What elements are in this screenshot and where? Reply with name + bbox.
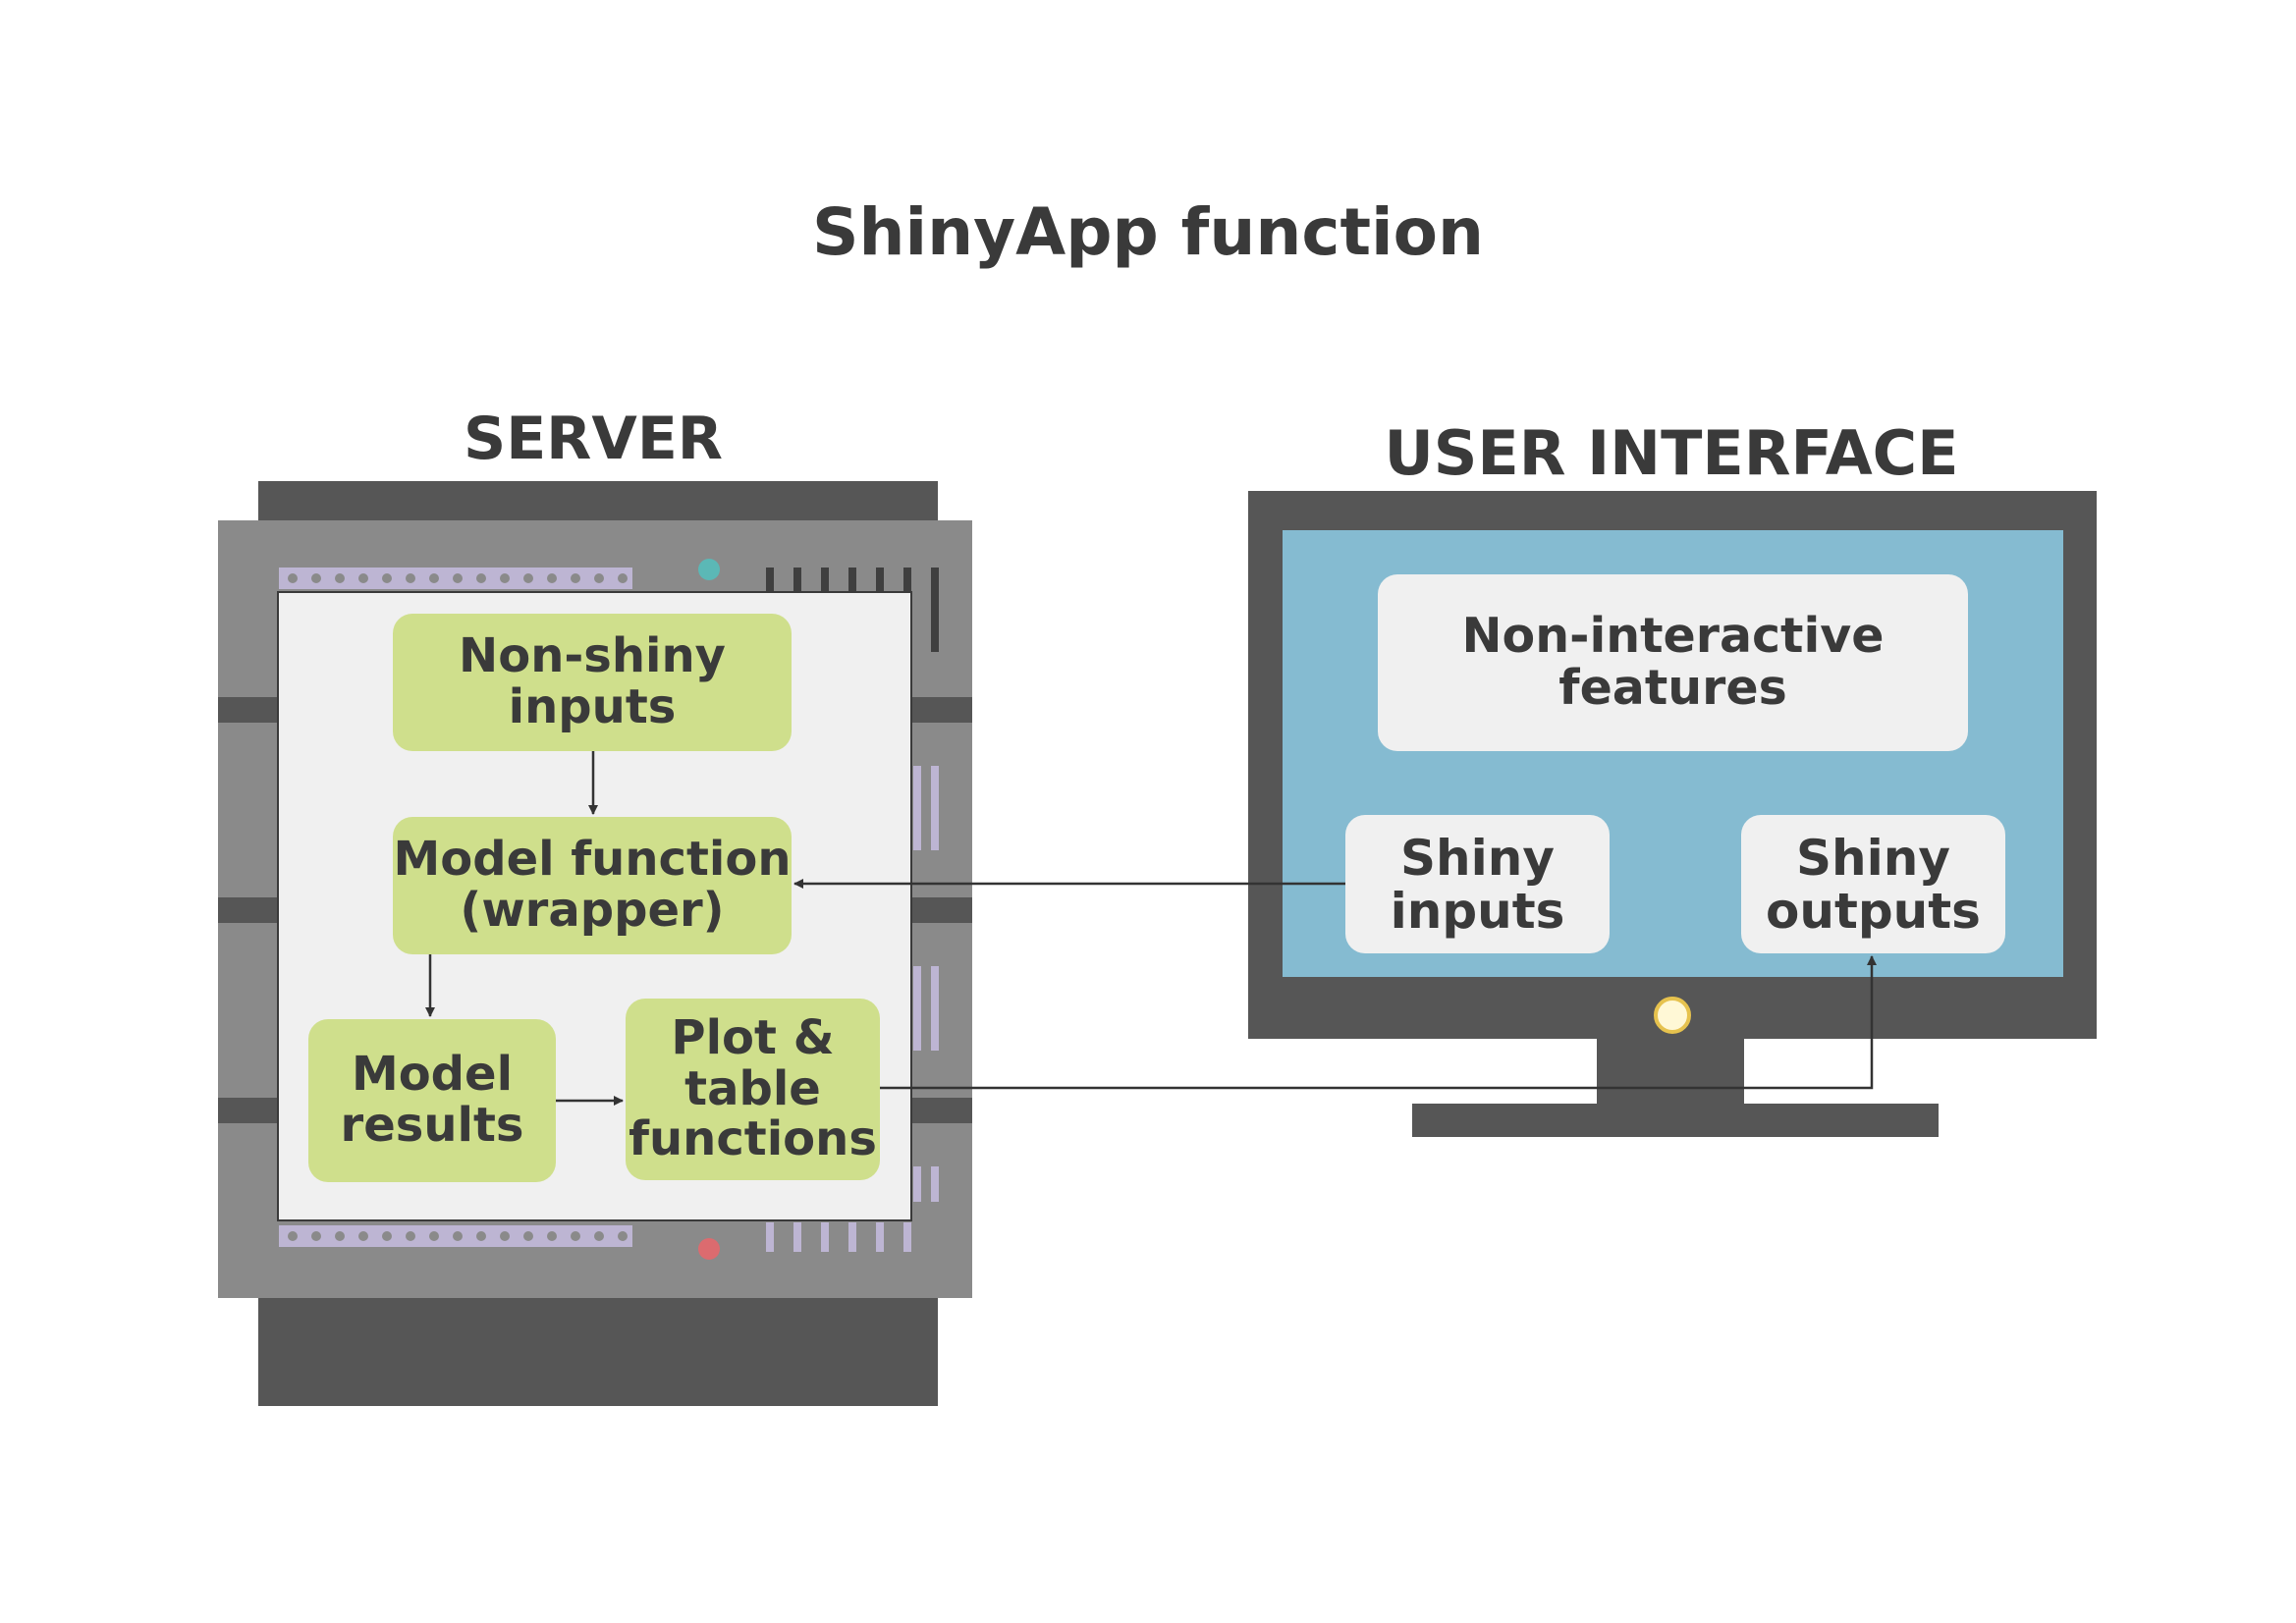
non-interactive-features-label: Non-interactive features	[1461, 608, 1885, 716]
shiny-inputs-box: Shiny inputs	[1345, 815, 1610, 953]
server-vent-bottom-dots	[288, 1231, 628, 1241]
model-function-box: Model function (wrapper)	[393, 817, 792, 954]
server-slot-bars-bottom	[766, 1222, 911, 1252]
non-interactive-features-box: Non-interactive features	[1378, 574, 1968, 751]
server-top-cap	[258, 481, 938, 520]
shiny-outputs-label: Shiny outputs	[1766, 829, 1981, 940]
non-shiny-inputs-label: Non-shiny inputs	[459, 628, 726, 734]
shiny-inputs-label: Shiny inputs	[1390, 829, 1565, 940]
server-title: SERVER	[463, 405, 724, 473]
monitor-neck	[1597, 1039, 1744, 1104]
plot-table-functions-box: Plot & table functions	[626, 999, 880, 1180]
connectors	[425, 751, 1877, 1106]
user-interface-title: USER INTERFACE	[1384, 417, 1959, 489]
non-shiny-inputs-box: Non-shiny inputs	[393, 614, 792, 751]
shiny-outputs-box: Shiny outputs	[1741, 815, 2005, 953]
server-led-red	[698, 1238, 720, 1260]
power-button-icon	[1654, 997, 1691, 1034]
plot-table-functions-label: Plot & table functions	[629, 1009, 877, 1167]
model-function-label: Model function (wrapper)	[393, 832, 792, 938]
server-led-teal	[698, 559, 720, 580]
model-results-box: Model results	[308, 1019, 556, 1182]
server-base	[258, 1296, 938, 1406]
server-slot-bars-middle	[913, 766, 939, 1202]
monitor-stand-base	[1412, 1104, 1939, 1137]
arrow-plot-to-shiny-outputs	[880, 955, 1877, 1090]
server-vent-top-dots	[288, 573, 628, 583]
model-results-label: Model results	[340, 1047, 524, 1153]
diagram-title: ShinyApp function	[811, 194, 1484, 270]
